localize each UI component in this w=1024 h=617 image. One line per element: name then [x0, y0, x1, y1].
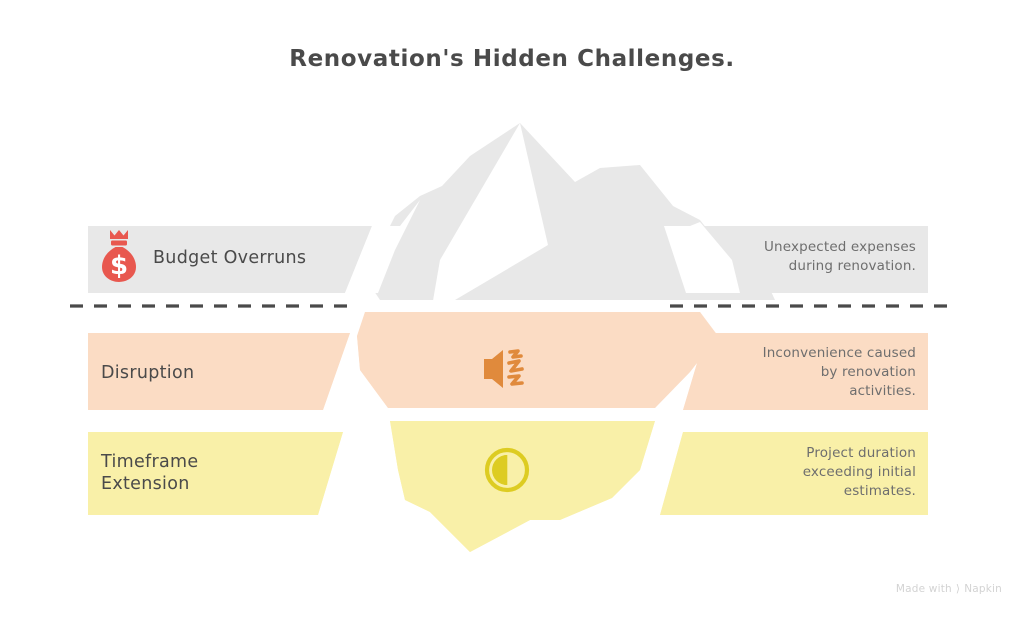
band-label-budget-overruns: Budget Overruns — [153, 248, 307, 268]
iceberg-band-gaps — [318, 312, 718, 520]
money-bag-icon: $ — [102, 230, 136, 282]
speaker-noise-icon — [484, 349, 524, 388]
napkin-logo-icon: ⟩ — [955, 582, 961, 595]
band-edges-overlay — [88, 312, 928, 552]
napkin-watermark: Made with ⟩ Napkin — [896, 583, 1002, 595]
iceberg-band-gaps-top — [345, 200, 740, 293]
half-circle-icon — [484, 447, 530, 493]
watermark-prefix: Made with — [895, 583, 952, 595]
iceberg-tip-shape — [368, 123, 820, 318]
band-description-timeframe-extension: Project duration exceeding initial estim… — [802, 445, 916, 499]
band-description-disruption: Inconvenience caused by renovation activ… — [762, 345, 916, 399]
page-title: Renovation's Hidden Challenges. — [289, 46, 735, 72]
svg-text:$: $ — [110, 251, 128, 281]
watermark-brand: Napkin — [964, 583, 1002, 595]
band-description-budget-overruns: Unexpected expenses during renovation. — [764, 239, 916, 274]
band-label-disruption: Disruption — [101, 363, 195, 383]
band-label-timeframe-extension: Timeframe Extension — [101, 452, 199, 494]
